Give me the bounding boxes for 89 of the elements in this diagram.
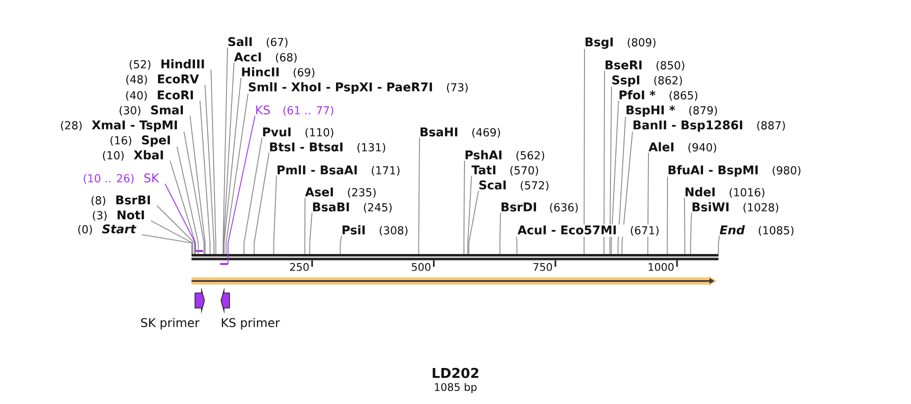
enzyme-label: PmlI - BsaAI (171) bbox=[278, 165, 400, 176]
enzyme-label: BtsI - BtsαI (131) bbox=[270, 142, 386, 153]
enzyme-label: AseI (235) bbox=[305, 188, 376, 198]
enzyme-label: SalI (67) bbox=[228, 36, 288, 48]
enzyme-label: TatI (570) bbox=[472, 166, 538, 176]
sequence-length: 1085 bp bbox=[434, 382, 477, 394]
enzyme-label: BsgI (809) bbox=[586, 38, 656, 49]
leader-line bbox=[309, 212, 312, 254]
dna-backbone bbox=[192, 254, 718, 260]
enzyme-label: HincII (69) bbox=[242, 67, 314, 78]
leader-line bbox=[418, 137, 420, 254]
enzyme-label: AccI (68) bbox=[234, 52, 297, 63]
primer-site-mark bbox=[195, 250, 204, 252]
leader-line bbox=[609, 86, 612, 254]
enzyme-label: PsiI (308) bbox=[342, 225, 408, 236]
leader-line bbox=[176, 146, 199, 254]
leader-line bbox=[224, 77, 242, 254]
leader-line bbox=[222, 47, 228, 254]
leader-line bbox=[254, 152, 270, 254]
leader-line bbox=[190, 115, 206, 254]
leader-line bbox=[468, 190, 479, 254]
enzyme-label: (52) HindIII bbox=[130, 59, 204, 70]
enzyme-label: BsaHI (469) bbox=[420, 128, 500, 138]
primer-label: SK primer bbox=[141, 318, 200, 330]
enzyme-label: BsaBI (245) bbox=[313, 202, 392, 213]
leader-line bbox=[647, 152, 649, 254]
scale-label: 500 bbox=[412, 263, 430, 271]
enzyme-label: PvuI (110) bbox=[263, 128, 334, 138]
primer-site-mark bbox=[220, 263, 228, 265]
leader-line bbox=[170, 160, 196, 254]
enzyme-label: PshAI (562) bbox=[466, 150, 544, 161]
enzyme-label: (10) XbaI bbox=[102, 150, 163, 161]
leader-line bbox=[223, 62, 234, 254]
sequence-end-label: End (1085) bbox=[720, 225, 794, 236]
leader-line bbox=[622, 131, 633, 254]
primer-site-label: KS (61 .. 77) bbox=[256, 105, 334, 116]
leader-line bbox=[150, 220, 194, 254]
leader-line bbox=[226, 93, 248, 254]
leader-line bbox=[584, 48, 585, 254]
leader-line bbox=[142, 234, 192, 254]
primer-site-label: (10 .. 26) SK bbox=[84, 173, 160, 184]
enzyme-label: AleI (940) bbox=[648, 142, 716, 153]
leader-line bbox=[463, 160, 465, 254]
leader-line bbox=[604, 70, 605, 254]
leader-line bbox=[666, 176, 668, 254]
enzyme-label: (30) SmaI bbox=[120, 105, 183, 116]
leader-line bbox=[244, 137, 262, 254]
enzyme-label: ScaI (572) bbox=[479, 180, 548, 191]
enzyme-label: BanII - Bsp1286I (887) bbox=[634, 120, 785, 132]
enzyme-label: BsiWI (1028) bbox=[692, 202, 778, 213]
map-title: LD202 bbox=[432, 368, 478, 378]
enzyme-label: (40) EcoRI bbox=[126, 90, 193, 101]
leader-line bbox=[164, 183, 196, 252]
leader-line bbox=[467, 175, 472, 254]
scale-label: 750 bbox=[534, 263, 552, 271]
leader-line bbox=[718, 235, 720, 254]
leader-line bbox=[610, 100, 619, 254]
enzyme-label: (16) SpeI bbox=[110, 135, 170, 147]
leader-line bbox=[516, 236, 518, 254]
enzyme-label: PfoI * (865) bbox=[620, 90, 698, 101]
leader-line bbox=[340, 235, 342, 254]
leader-line bbox=[200, 100, 210, 254]
enzyme-label: NdeI (1016) bbox=[686, 187, 764, 198]
enzyme-label: SspI (862) bbox=[612, 75, 682, 87]
leader-line bbox=[184, 131, 205, 254]
enzyme-label: BspHI * (879) bbox=[626, 105, 717, 117]
leader-line bbox=[204, 84, 214, 254]
enzyme-label: AcuI - Eco57MI (671) bbox=[516, 224, 660, 237]
leader-line bbox=[304, 197, 306, 254]
scale-label: 250 bbox=[290, 263, 309, 271]
enzyme-label: (8) BsrBI bbox=[92, 196, 150, 206]
leader-line bbox=[690, 212, 692, 254]
enzyme-label: (3) NotI bbox=[92, 210, 144, 221]
leader-line bbox=[228, 115, 256, 264]
leader-line bbox=[499, 212, 501, 254]
enzyme-label: BfuAI - BspMI (980) bbox=[668, 165, 800, 177]
enzyme-label: SmlI - XhoI - PspXI - PaeR7I (73) bbox=[248, 82, 468, 94]
leader-line bbox=[684, 197, 686, 254]
leader-line bbox=[618, 116, 626, 254]
leader-line bbox=[210, 69, 216, 254]
enzyme-label: (28) XmaI - TspMI bbox=[61, 120, 177, 132]
enzyme-label: BsrDI (636) bbox=[502, 202, 578, 213]
primer-label: KS primer bbox=[222, 318, 280, 330]
leader-line bbox=[273, 175, 277, 254]
scale-label: 1000 bbox=[648, 263, 674, 271]
enzyme-label: (48) EcoRV bbox=[126, 74, 199, 85]
enzyme-label: BseRI (850) bbox=[606, 60, 684, 71]
sequence-end-label: (0) Start bbox=[78, 224, 136, 235]
leader-line bbox=[156, 205, 195, 254]
